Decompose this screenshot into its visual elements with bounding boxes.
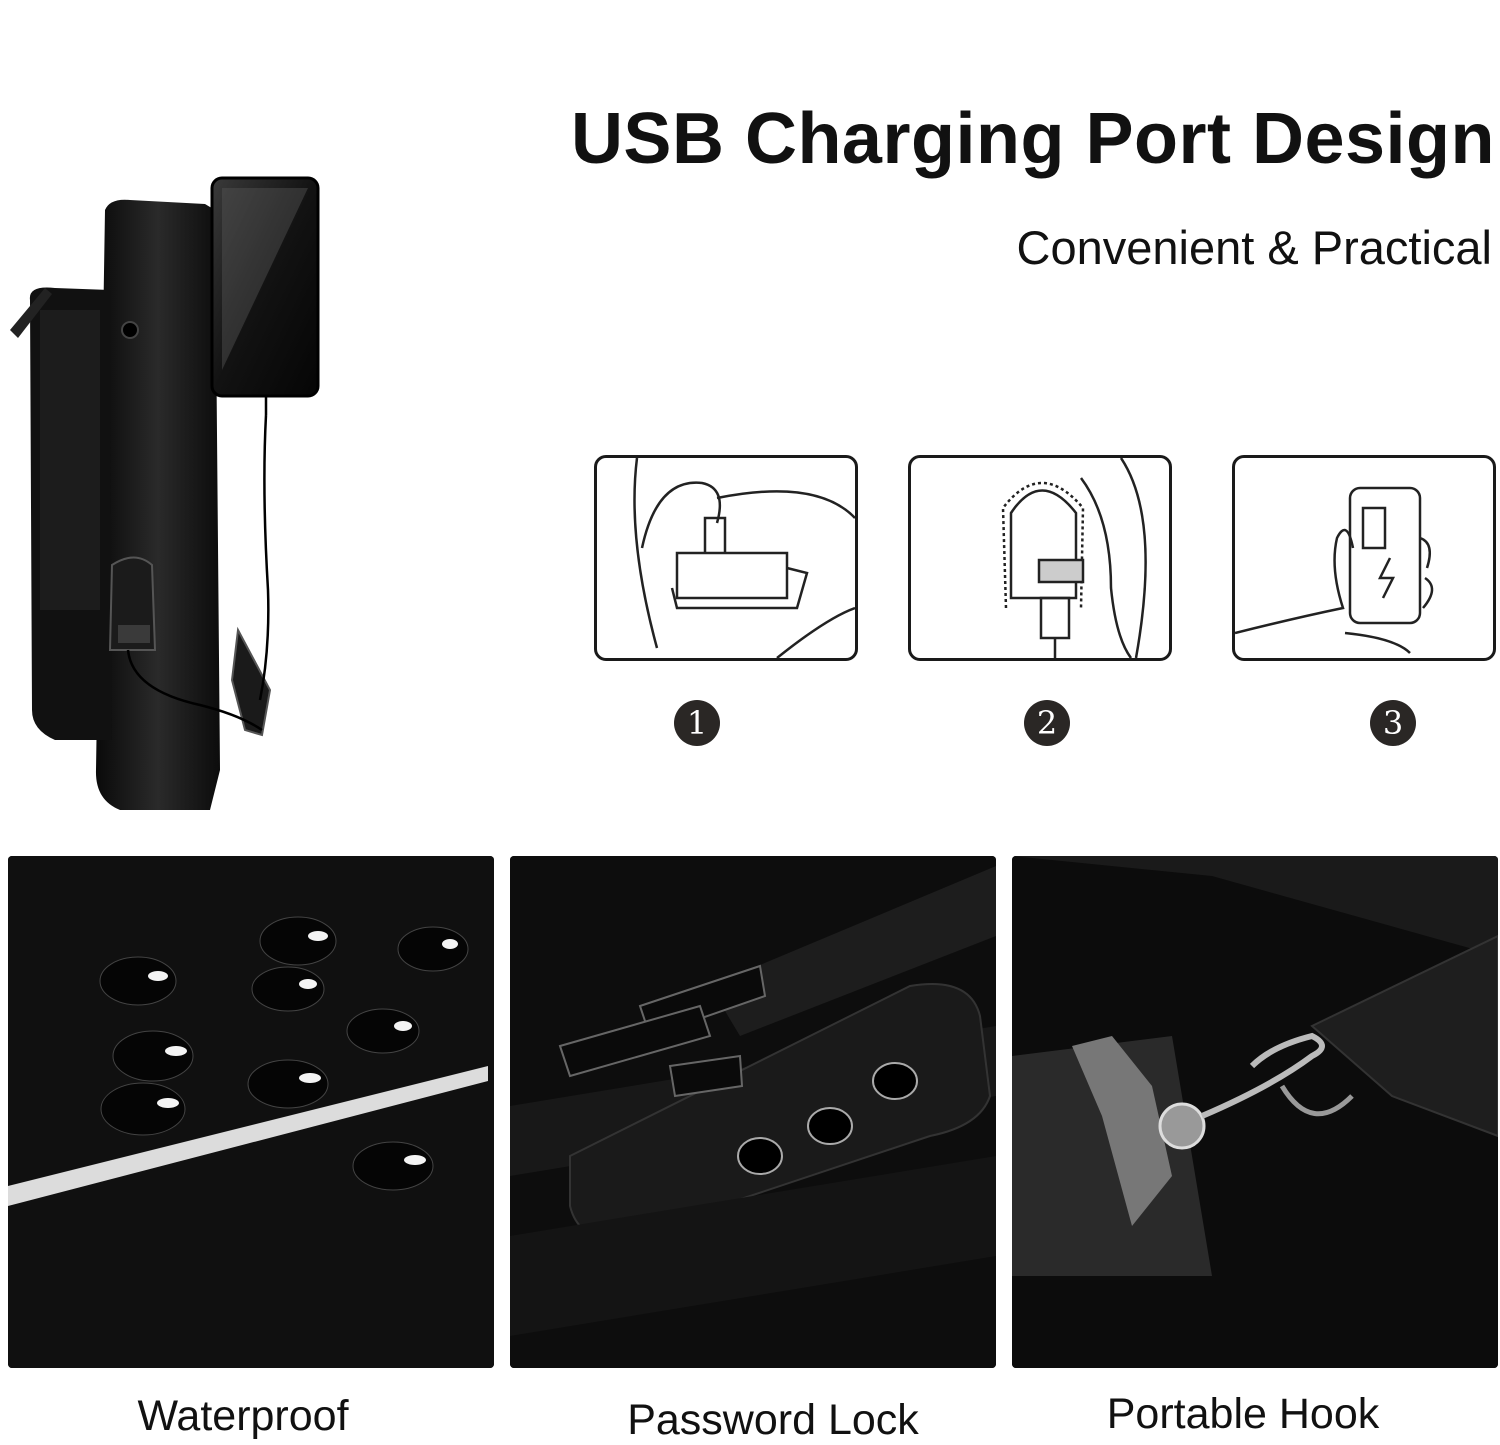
page-subtitle: Convenient & Practical [1016, 221, 1492, 274]
waterproof-photo [8, 856, 494, 1368]
step-1-illustration [594, 455, 858, 661]
password-lock-photo [510, 856, 996, 1368]
feature-label-waterproof: Waterproof [137, 1392, 349, 1440]
step-2-illustration [908, 455, 1172, 661]
step-3-illustration [1232, 455, 1496, 661]
page-title: USB Charging Port Design [570, 99, 1495, 179]
usb-connector-icon [1001, 458, 1147, 658]
phone-charging-icon [1235, 486, 1434, 654]
feature-label-portable-hook: Portable Hook [1106, 1390, 1380, 1438]
step-number-2: 2 [1024, 700, 1070, 746]
strap-hook-image [1012, 856, 1498, 1368]
usb-powerbank-icon [633, 458, 855, 658]
combination-lock-image [510, 856, 996, 1368]
feature-label-password-lock: Password Lock [627, 1396, 919, 1444]
portable-hook-photo [1012, 856, 1498, 1368]
water-droplets-image [8, 856, 494, 1368]
product-side-image [0, 170, 330, 830]
step-number-1: 1 [674, 700, 720, 746]
step-number-3: 3 [1370, 700, 1416, 746]
